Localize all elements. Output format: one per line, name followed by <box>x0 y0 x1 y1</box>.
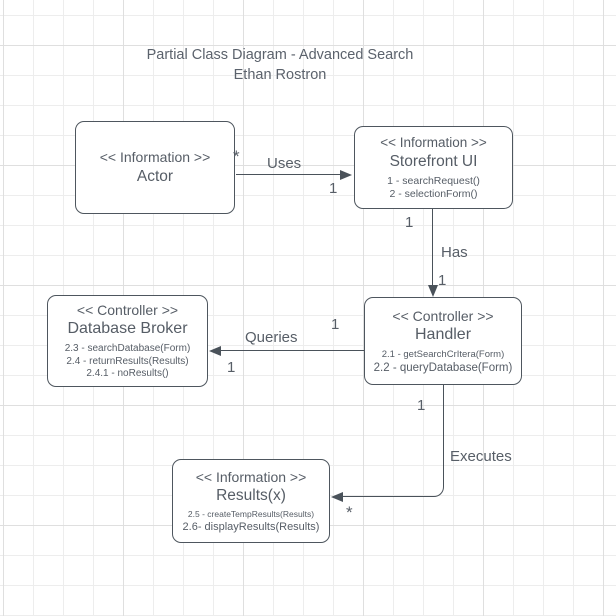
diagram-author: Ethan Rostron <box>233 67 327 83</box>
edge-executes-arrowhead-icon <box>331 492 343 502</box>
class-box-storefront-ui[interactable]: << Information >> Storefront UI 1 - sear… <box>354 126 513 209</box>
broker-method: 2.3 - searchDatabase(Form) <box>64 343 191 355</box>
executes-target-multiplicity: * <box>346 503 353 522</box>
results-stereotype: << Information >> <box>195 468 307 485</box>
handler-method: 2.1 - getSearchCrItera(Form) <box>381 348 505 360</box>
edge-queries-arrowhead-icon <box>209 346 221 356</box>
edge-has-label: Has <box>441 244 468 261</box>
uses-source-multiplicity: * <box>233 147 240 166</box>
broker-method: 2.4 - returnResults(Results) <box>66 355 189 367</box>
actor-stereotype: << Information >> <box>99 149 211 166</box>
edge-executes-line[interactable] <box>343 385 444 497</box>
executes-source-multiplicity: 1 <box>417 397 426 414</box>
class-box-database-broker[interactable]: << Controller >> Database Broker 2.3 - s… <box>47 295 208 387</box>
edge-queries-line[interactable] <box>221 350 364 351</box>
class-box-actor[interactable]: << Information >> Actor <box>75 121 235 214</box>
edge-has-arrowhead-icon <box>428 285 438 297</box>
has-target-multiplicity: 1 <box>438 272 447 289</box>
broker-name: Database Broker <box>67 320 188 338</box>
uses-target-multiplicity: 1 <box>329 180 338 197</box>
diagram-title: Partial Class Diagram - Advanced Search … <box>130 45 430 85</box>
queries-target-multiplicity: 1 <box>227 359 236 376</box>
actor-name: Actor <box>136 167 174 185</box>
handler-name: Handler <box>414 326 472 344</box>
diagram-title-line1: Partial Class Diagram - Advanced Search <box>146 47 414 63</box>
handler-stereotype: << Controller >> <box>392 308 494 324</box>
queries-source-multiplicity: 1 <box>331 316 340 333</box>
edge-uses-label: Uses <box>267 155 302 172</box>
storefront-name: Storefront UI <box>389 152 478 170</box>
results-name: Results(x) <box>216 487 286 505</box>
has-source-multiplicity: 1 <box>405 214 414 231</box>
storefront-method: 1 - searchRequest() <box>387 174 480 187</box>
broker-method: 2.4.1 - noResults() <box>86 368 169 380</box>
broker-stereotype: << Controller >> <box>76 302 179 319</box>
edge-uses-line[interactable] <box>236 174 340 175</box>
handler-method: 2.2 - queryDatabase(Form) <box>373 361 513 374</box>
storefront-stereotype: << Information >> <box>380 135 487 151</box>
edge-executes-label: Executes <box>450 448 512 465</box>
edge-uses-arrowhead-icon <box>340 170 352 180</box>
class-box-results[interactable]: << Information >> Results(x) 2.5 - creat… <box>172 459 330 543</box>
edge-queries-label: Queries <box>245 329 298 346</box>
class-box-handler[interactable]: << Controller >> Handler 2.1 - getSearch… <box>364 297 522 385</box>
edge-has-line[interactable] <box>432 209 433 285</box>
results-method: 2.6- displayResults(Results) <box>182 521 320 534</box>
results-method: 2.5 - createTempResults(Results) <box>187 509 315 520</box>
storefront-method: 2 - selectionForm() <box>389 187 478 200</box>
